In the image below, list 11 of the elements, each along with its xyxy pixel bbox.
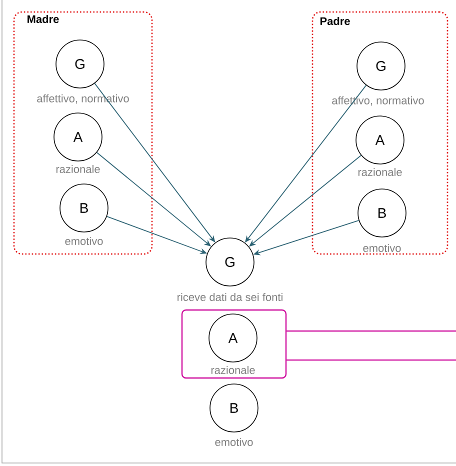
node-caption: riceve dati da sei fonti [178, 292, 282, 302]
group-title: Madre [28, 14, 59, 24]
node-caption: emotivo [363, 244, 401, 252]
connector [286, 359, 456, 361]
group-title: Padre [320, 16, 350, 26]
node-caption: razionale [211, 366, 255, 374]
node-caption: emotivo [65, 236, 103, 246]
connector [286, 330, 456, 332]
node-caption: razionale [358, 168, 402, 176]
node-caption: razionale [56, 164, 100, 174]
node-caption: emotivo [215, 438, 253, 446]
